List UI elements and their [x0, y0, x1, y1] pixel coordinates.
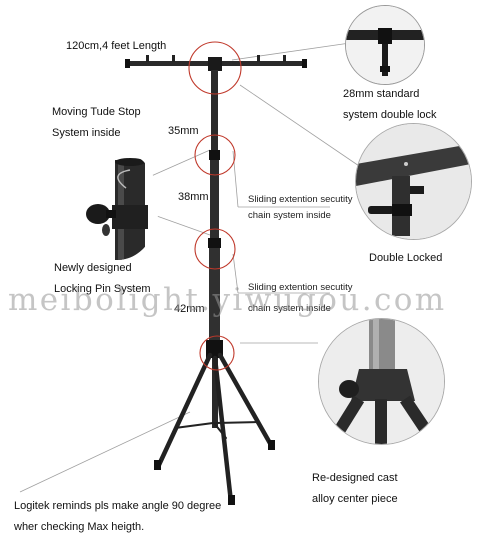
callout-standard-lock	[345, 5, 425, 85]
sliding-chain-label-1b: chain system inside	[248, 210, 331, 221]
length-label: 120cm,4 feet Length	[66, 40, 167, 52]
callout-locking-pin	[68, 150, 158, 260]
center-pole	[206, 70, 223, 428]
highlight-circles	[188, 41, 242, 371]
size-42-label: 42mm	[174, 303, 205, 315]
double-locked-label: Double Locked	[369, 252, 443, 264]
locking-pin-label: Locking Pin System	[54, 283, 151, 295]
sliding-chain-label-2b: chain system inside	[248, 303, 331, 314]
newly-designed-label: Newly designed	[54, 262, 132, 274]
cast-piece-label-2: alloy center piece	[312, 493, 398, 505]
size-38-label: 38mm	[178, 191, 209, 203]
sliding-chain-label-1a: Sliding extention secutity	[248, 194, 353, 205]
tripod-legs	[155, 352, 274, 505]
watermark: meibolight.yiwugou.com	[8, 282, 447, 318]
angle-note-label-1: Logitek reminds pls make angle 90 degree	[14, 500, 222, 512]
standard-lock-label-1: 28mm standard	[343, 88, 420, 100]
sliding-chain-label-2a: Sliding extention secutity	[248, 282, 353, 293]
callout-center-piece	[318, 318, 445, 445]
tube-stop-label-2: System inside	[52, 127, 121, 139]
tube-stop-label-1: Moving Tude Stop	[52, 106, 141, 118]
callout-double-locked	[355, 123, 472, 240]
t-bar	[125, 55, 307, 71]
standard-lock-label-2: system double lock	[343, 109, 437, 121]
cast-piece-label-1: Re-designed cast	[312, 472, 398, 484]
size-35-label: 35mm	[168, 125, 199, 137]
angle-note-label-2: wher checking Max heigth.	[14, 521, 145, 533]
